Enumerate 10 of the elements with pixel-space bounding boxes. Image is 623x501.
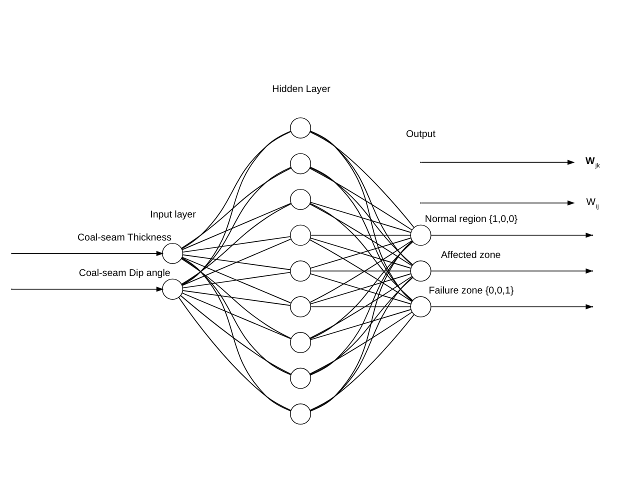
node-text: W$_{ij}$ (586, 196, 599, 210)
node-text: W$_{jk}$ (586, 156, 600, 170)
label: Hidden Layer (272, 84, 330, 96)
node-label: Coal-seam Thickness (77, 232, 172, 244)
label: Output (406, 128, 436, 140)
node-label: Affected zone (441, 250, 501, 261)
label: Input layer (150, 210, 196, 221)
node-label: Coal-seam Dip angle (78, 268, 170, 280)
node-label: Normal region {1,0,0} (424, 214, 518, 226)
node-label: Failure zone {0,0,1} (428, 286, 514, 297)
